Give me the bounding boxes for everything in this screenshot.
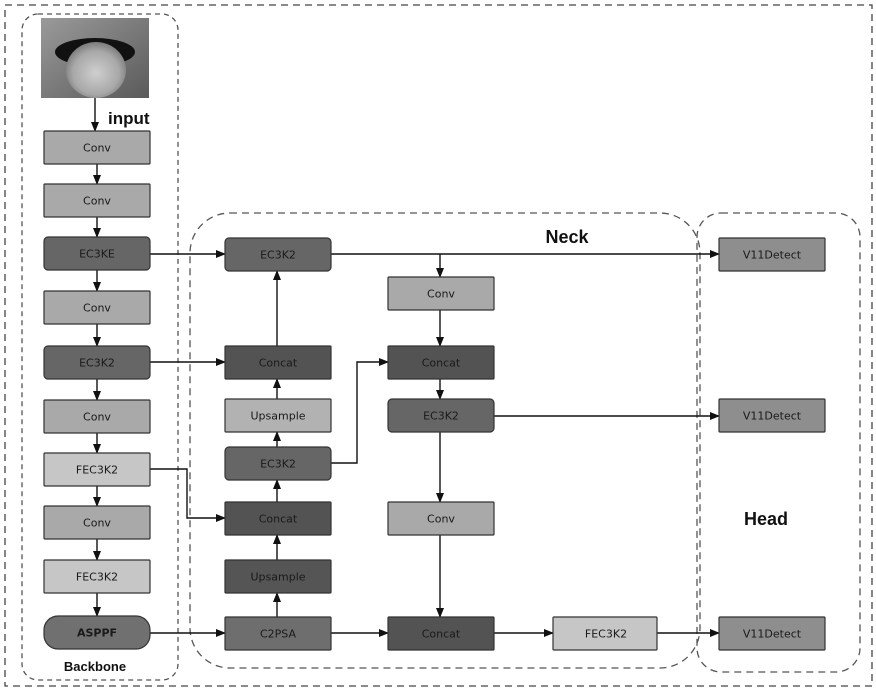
backbone-node-fec3k2: FEC3K2 [43,559,151,594]
node-label: ASPPF [77,627,117,640]
node-box [224,446,332,481]
node-label: Conv [83,411,111,424]
neck-node-conv: Conv [387,276,495,311]
backbone-node-asppf: ASPPF [43,615,151,650]
node-box [387,501,495,536]
node-label: Concat [422,628,461,641]
node-label: EC3K2 [423,410,459,423]
node-label: Conv [427,513,455,526]
neck-node-conv: Conv [387,501,495,536]
node-box [224,559,332,594]
node-label: Concat [259,357,298,370]
node-box [224,398,332,433]
node-label: EC3K2 [260,458,296,471]
node-label: Conv [83,302,111,315]
node-box [43,505,151,540]
node-box [552,616,658,651]
node-label: V11Detect [743,410,802,423]
head-node-v11detect: V11Detect [718,237,826,272]
node-box [43,290,151,325]
backbone-node-conv: Conv [43,505,151,540]
backbone-node-fec3k2: FEC3K2 [43,452,151,487]
neck-node-fec3k2: FEC3K2 [552,616,658,651]
neck-node-ec3k2: EC3K2 [224,237,332,272]
node-label: V11Detect [743,249,802,262]
node-box [43,236,151,271]
input-image [41,18,149,98]
node-box [387,616,495,651]
node-label: C2PSA [260,628,296,641]
node-box [224,237,332,272]
arrow-edge [330,358,389,464]
nodes: ConvConvEC3KEConvEC3K2ConvFEC3K2ConvFEC3… [43,130,826,651]
neck-node-concat: Concat [224,345,332,380]
node-box [387,398,495,433]
node-box [387,345,495,380]
edges [91,98,720,637]
node-label: V11Detect [743,628,802,641]
node-box [43,183,151,218]
neck-node-upsample: Upsample [224,398,332,433]
node-box [387,276,495,311]
node-box [43,345,151,380]
neck-node-ec3k2: EC3K2 [224,446,332,481]
node-label: Upsample [250,410,305,423]
neck-node-c2psa: C2PSA [224,616,332,651]
node-label: Conv [83,195,111,208]
backbone-node-conv: Conv [43,183,151,218]
arrow-edge [150,468,226,522]
node-label: EC3KE [79,248,115,261]
node-label: Concat [259,513,298,526]
backbone-node-conv: Conv [43,290,151,325]
node-label: EC3K2 [260,249,296,262]
node-label: FEC3K2 [76,571,118,584]
neck-group [189,212,701,669]
backbone-label: Backbone [64,659,126,674]
node-label: Concat [422,357,461,370]
node-label: Conv [427,288,455,301]
node-box [224,501,332,536]
node-label: Upsample [250,571,305,584]
neck-label: Neck [545,227,589,247]
node-label: Conv [83,517,111,530]
node-box [224,345,332,380]
neck-node-concat: Concat [387,345,495,380]
outer-frame [4,4,873,687]
head-label: Head [744,509,788,529]
input-label: input [108,109,150,128]
node-box [43,559,151,594]
backbone-node-ec3k2: EC3K2 [43,345,151,380]
node-box [43,130,151,165]
backbone-node-ec3ke: EC3KE [43,236,151,271]
node-box [43,452,151,487]
neck-node-upsample: Upsample [224,559,332,594]
node-label: FEC3K2 [585,628,627,641]
head-node-v11detect: V11Detect [718,616,826,651]
node-box [224,616,332,651]
node-box [43,399,151,434]
head-group [696,212,861,673]
node-box [718,616,826,651]
neck-node-concat: Concat [387,616,495,651]
neck-node-ec3k2: EC3K2 [387,398,495,433]
node-box [718,237,826,272]
node-box [43,615,151,650]
node-label: EC3K2 [79,357,115,370]
node-label: FEC3K2 [76,464,118,477]
node-box [718,398,826,433]
backbone-node-conv: Conv [43,130,151,165]
backbone-node-conv: Conv [43,399,151,434]
neck-node-concat: Concat [224,501,332,536]
node-label: Conv [83,142,111,155]
backbone-group [21,13,179,681]
head-node-v11detect: V11Detect [718,398,826,433]
